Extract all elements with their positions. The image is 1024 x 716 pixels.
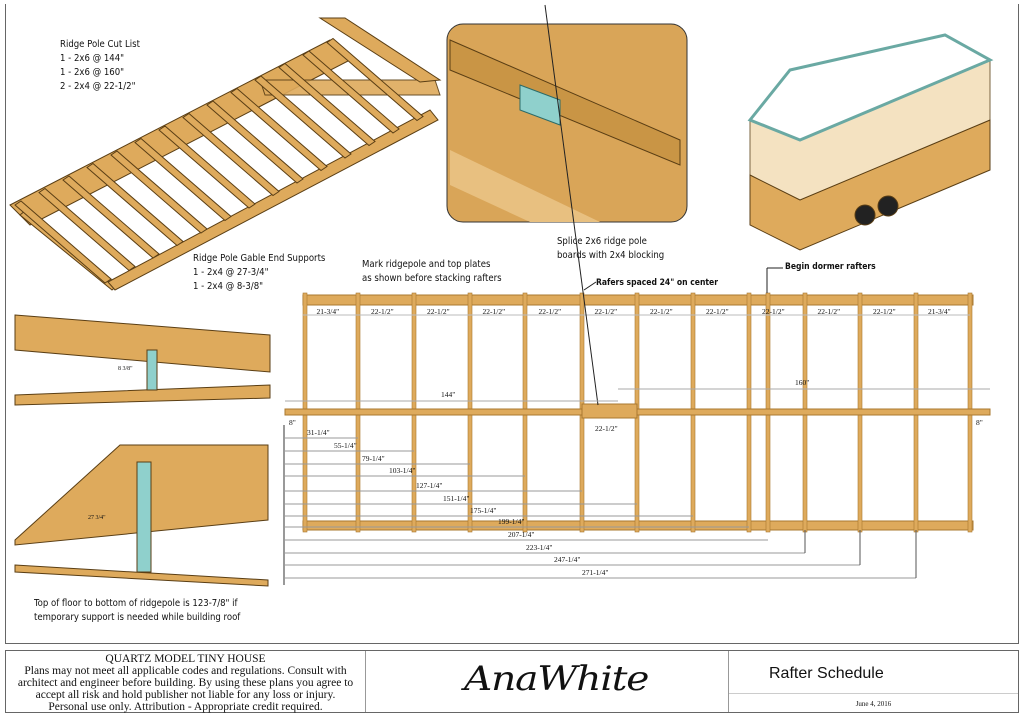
- dormer-note: Begin dormer rafters: [785, 262, 876, 272]
- roof-rafter: [326, 37, 424, 122]
- bay-dim-label: 22-1/2": [762, 307, 785, 316]
- roof-rafter: [206, 100, 304, 184]
- bay-dim-label: 21-3/4": [316, 307, 340, 316]
- offset-dim-label: 151-1/4": [443, 494, 470, 503]
- detail1-dim: 8 3/8": [118, 366, 133, 372]
- block-dim: 22-1/2": [595, 424, 618, 433]
- roof-rafter: [182, 112, 280, 197]
- roof-rafter: [14, 200, 112, 284]
- bay-dim-label: 22-1/2": [650, 307, 673, 316]
- sheet-date: June 4, 2016: [729, 693, 1018, 708]
- roof-rafter: [62, 175, 160, 259]
- ridge-right-dim: 160": [795, 378, 810, 387]
- splice-block: [581, 403, 638, 419]
- bay-dim-label: 22-1/2": [873, 307, 896, 316]
- splice-detail-illustration: [446, 23, 688, 223]
- roof-rafter: [38, 187, 136, 272]
- offset-dim-label: 127-1/4": [416, 481, 443, 490]
- offset-dim-label: 103-1/4": [389, 466, 416, 475]
- roof-rafter: [134, 137, 232, 222]
- bay-dim-label: 22-1/2": [594, 307, 618, 316]
- bay-dim-label: 22-1/2": [706, 307, 729, 316]
- offset-dim-label: 247-1/4": [554, 555, 581, 564]
- illustrations: [9, 4, 994, 587]
- ridge-support-detail-1: [14, 314, 271, 406]
- roof-rafter: [110, 150, 208, 234]
- bay-dim-label: 21-3/4": [928, 307, 951, 316]
- offset-dim-label: 199-1/4": [498, 517, 525, 526]
- offset-dim-label: 175-1/4": [470, 506, 497, 515]
- bay-dim-label: 22-1/2": [817, 307, 841, 316]
- roof-rafter: [86, 162, 184, 247]
- detail2-dim: 27 3/4": [88, 515, 106, 521]
- overhang-left-dim: 8": [289, 418, 296, 427]
- anawhite-logo: AnaWhite: [463, 659, 649, 699]
- offset-dim-label: 31-1/4": [307, 428, 330, 437]
- offset-dim-label: 271-1/4": [582, 568, 609, 577]
- roof-rafter: [302, 50, 400, 134]
- roof-rafter: [158, 125, 256, 209]
- roof-rafter: [278, 62, 376, 147]
- tiny-house-illustration: [747, 33, 994, 251]
- offset-dim-label: 55-1/4": [334, 441, 357, 450]
- ridge-left-dim: 144": [441, 390, 456, 399]
- offset-dim-label: 207-1/4": [508, 530, 535, 539]
- sheet-title: Rafter Schedule: [769, 665, 884, 682]
- rafter-plan-view: [283, 4, 991, 585]
- spacing-note: Rafers spaced 24" on center: [596, 278, 719, 288]
- bay-dim-label: 22-1/2": [538, 307, 562, 316]
- drawing-frame: [5, 4, 1019, 644]
- bay-dim-label: 22-1/2": [427, 307, 450, 316]
- bay-dim-label: 22-1/2": [482, 307, 506, 316]
- floor-note: Top of floor to bottom of ridgepole is 1…: [34, 598, 241, 623]
- splice-leader: [544, 4, 599, 406]
- ridge-support-detail-2: [14, 444, 269, 587]
- overhang-right-dim: 8": [976, 418, 983, 427]
- bay-dim-label: 22-1/2": [371, 307, 394, 316]
- offset-dim-label: 79-1/4": [362, 454, 385, 463]
- roof-rafter: [254, 75, 352, 159]
- offset-dim-label: 223-1/4": [526, 543, 553, 552]
- roof-rafter: [230, 87, 328, 172]
